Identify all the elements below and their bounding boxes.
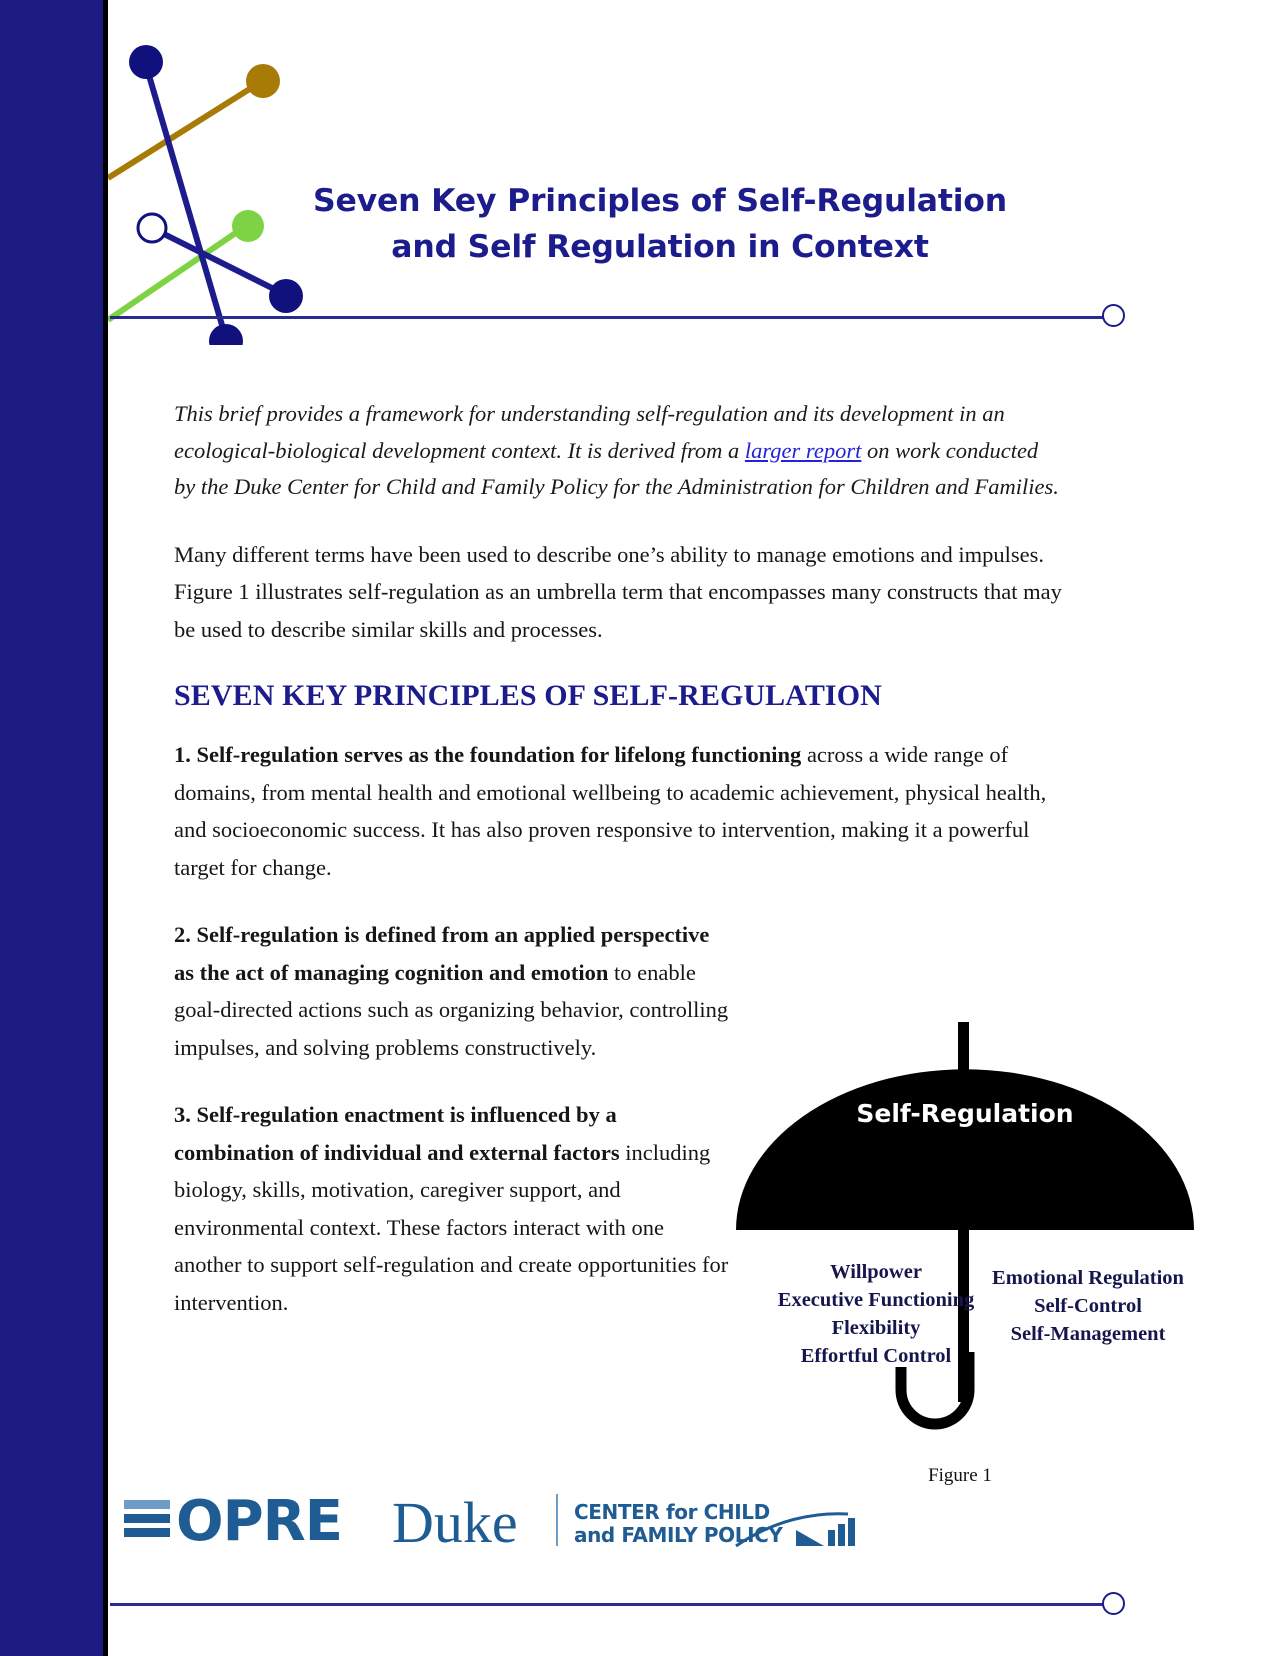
principle-3-number: 3.	[174, 1102, 191, 1127]
navy-dot-top	[129, 45, 163, 79]
left-term-2: Executive Functioning	[778, 1289, 975, 1311]
top-horizontal-rule	[110, 316, 1110, 319]
left-navy-spine	[0, 0, 103, 1656]
intro-paragraph: This brief provides a framework for unde…	[174, 396, 1064, 506]
umbrella-canopy	[736, 1069, 1194, 1230]
umbrella-spike	[958, 1022, 969, 1082]
right-term-1: Emotional Regulation	[992, 1267, 1185, 1289]
larger-report-link[interactable]: larger report	[744, 437, 862, 463]
title-line-1: Seven Key Principles of Self-Regulation	[313, 183, 1007, 219]
green-dot	[232, 210, 264, 242]
navy-dot-mid	[269, 279, 303, 313]
duke-wordmark: Duke	[392, 1490, 518, 1555]
center-line-1: CENTER for CHILD	[574, 1500, 770, 1524]
footer-logos: OPRE Duke CENTER for CHILD and FAMILY PO…	[124, 1480, 884, 1560]
intro-text-after-link: on work conducted by the Duke Center for…	[174, 437, 1059, 500]
document-body: This brief provides a framework for unde…	[174, 396, 1064, 1351]
canopy-scallop-left	[736, 1230, 888, 1292]
right-term-3: Self-Management	[1011, 1323, 1166, 1345]
principle-1: 1. Self-regulation serves as the foundat…	[174, 736, 1064, 886]
spine-edge-line	[103, 0, 108, 1656]
center-line-2: and FAMILY POLICY	[574, 1523, 783, 1547]
principle-3-lead: Self-regulation enactment is influenced …	[174, 1102, 620, 1165]
principle-2: 2. Self-regulation is defined from an ap…	[174, 916, 734, 1066]
left-term-3: Flexibility	[832, 1317, 922, 1339]
gold-dot	[246, 64, 280, 98]
section-heading: SEVEN KEY PRINCIPLES OF SELF-REGULATION	[174, 679, 882, 712]
umbrella-handle	[895, 1352, 975, 1430]
principle-2-lead: Self-regulation is defined from an appli…	[174, 922, 710, 985]
right-term-2: Self-Control	[1034, 1295, 1142, 1317]
principle-1-number: 1.	[174, 742, 191, 767]
top-rule-end-circle-icon	[1102, 304, 1125, 327]
figure-caption: Figure 1	[928, 1465, 992, 1486]
left-term-4: Effortful Control	[801, 1345, 952, 1367]
overview-paragraph: Many different terms have been used to d…	[174, 541, 1062, 642]
principle-1-lead: Self-regulation serves as the foundation…	[190, 742, 802, 767]
opre-wordmark: OPRE	[176, 1489, 342, 1554]
principle-1-rest: across a wide range of domains, from men…	[174, 742, 1047, 880]
header-decorative-graphic	[108, 0, 1280, 345]
umbrella-shaft	[958, 1172, 969, 1402]
principle-2-rest: to enable goal-directed actions such as …	[174, 959, 729, 1060]
principle-2-number: 2.	[174, 922, 191, 947]
navy-dot-bottom	[209, 324, 243, 345]
open-circle-dot	[136, 212, 168, 244]
logo-divider	[556, 1494, 558, 1546]
principle-3: 3. Self-regulation enactment is influenc…	[174, 1096, 734, 1321]
bottom-rule-end-circle-icon	[1102, 1592, 1125, 1615]
swoosh-bars-icon	[735, 1512, 855, 1548]
intro-text-before-link: This brief provides a framework for unde…	[174, 401, 1005, 463]
umbrella-canopy-label: Self-Regulation	[856, 1099, 1073, 1128]
left-term-1: Willpower	[830, 1261, 922, 1283]
title-line-2: and Self Regulation in Context	[391, 229, 929, 265]
umbrella-figure: Self-Regulation Willpower Executive Func…	[726, 1022, 1204, 1512]
bottom-horizontal-rule	[110, 1603, 1110, 1606]
canopy-scallop-right	[1040, 1230, 1196, 1292]
page-title: Seven Key Principles of Self-Regulation …	[260, 178, 1060, 270]
opre-bars-icon	[124, 1500, 170, 1537]
principle-3-rest: including biology, skills, motivation, c…	[174, 1139, 729, 1315]
